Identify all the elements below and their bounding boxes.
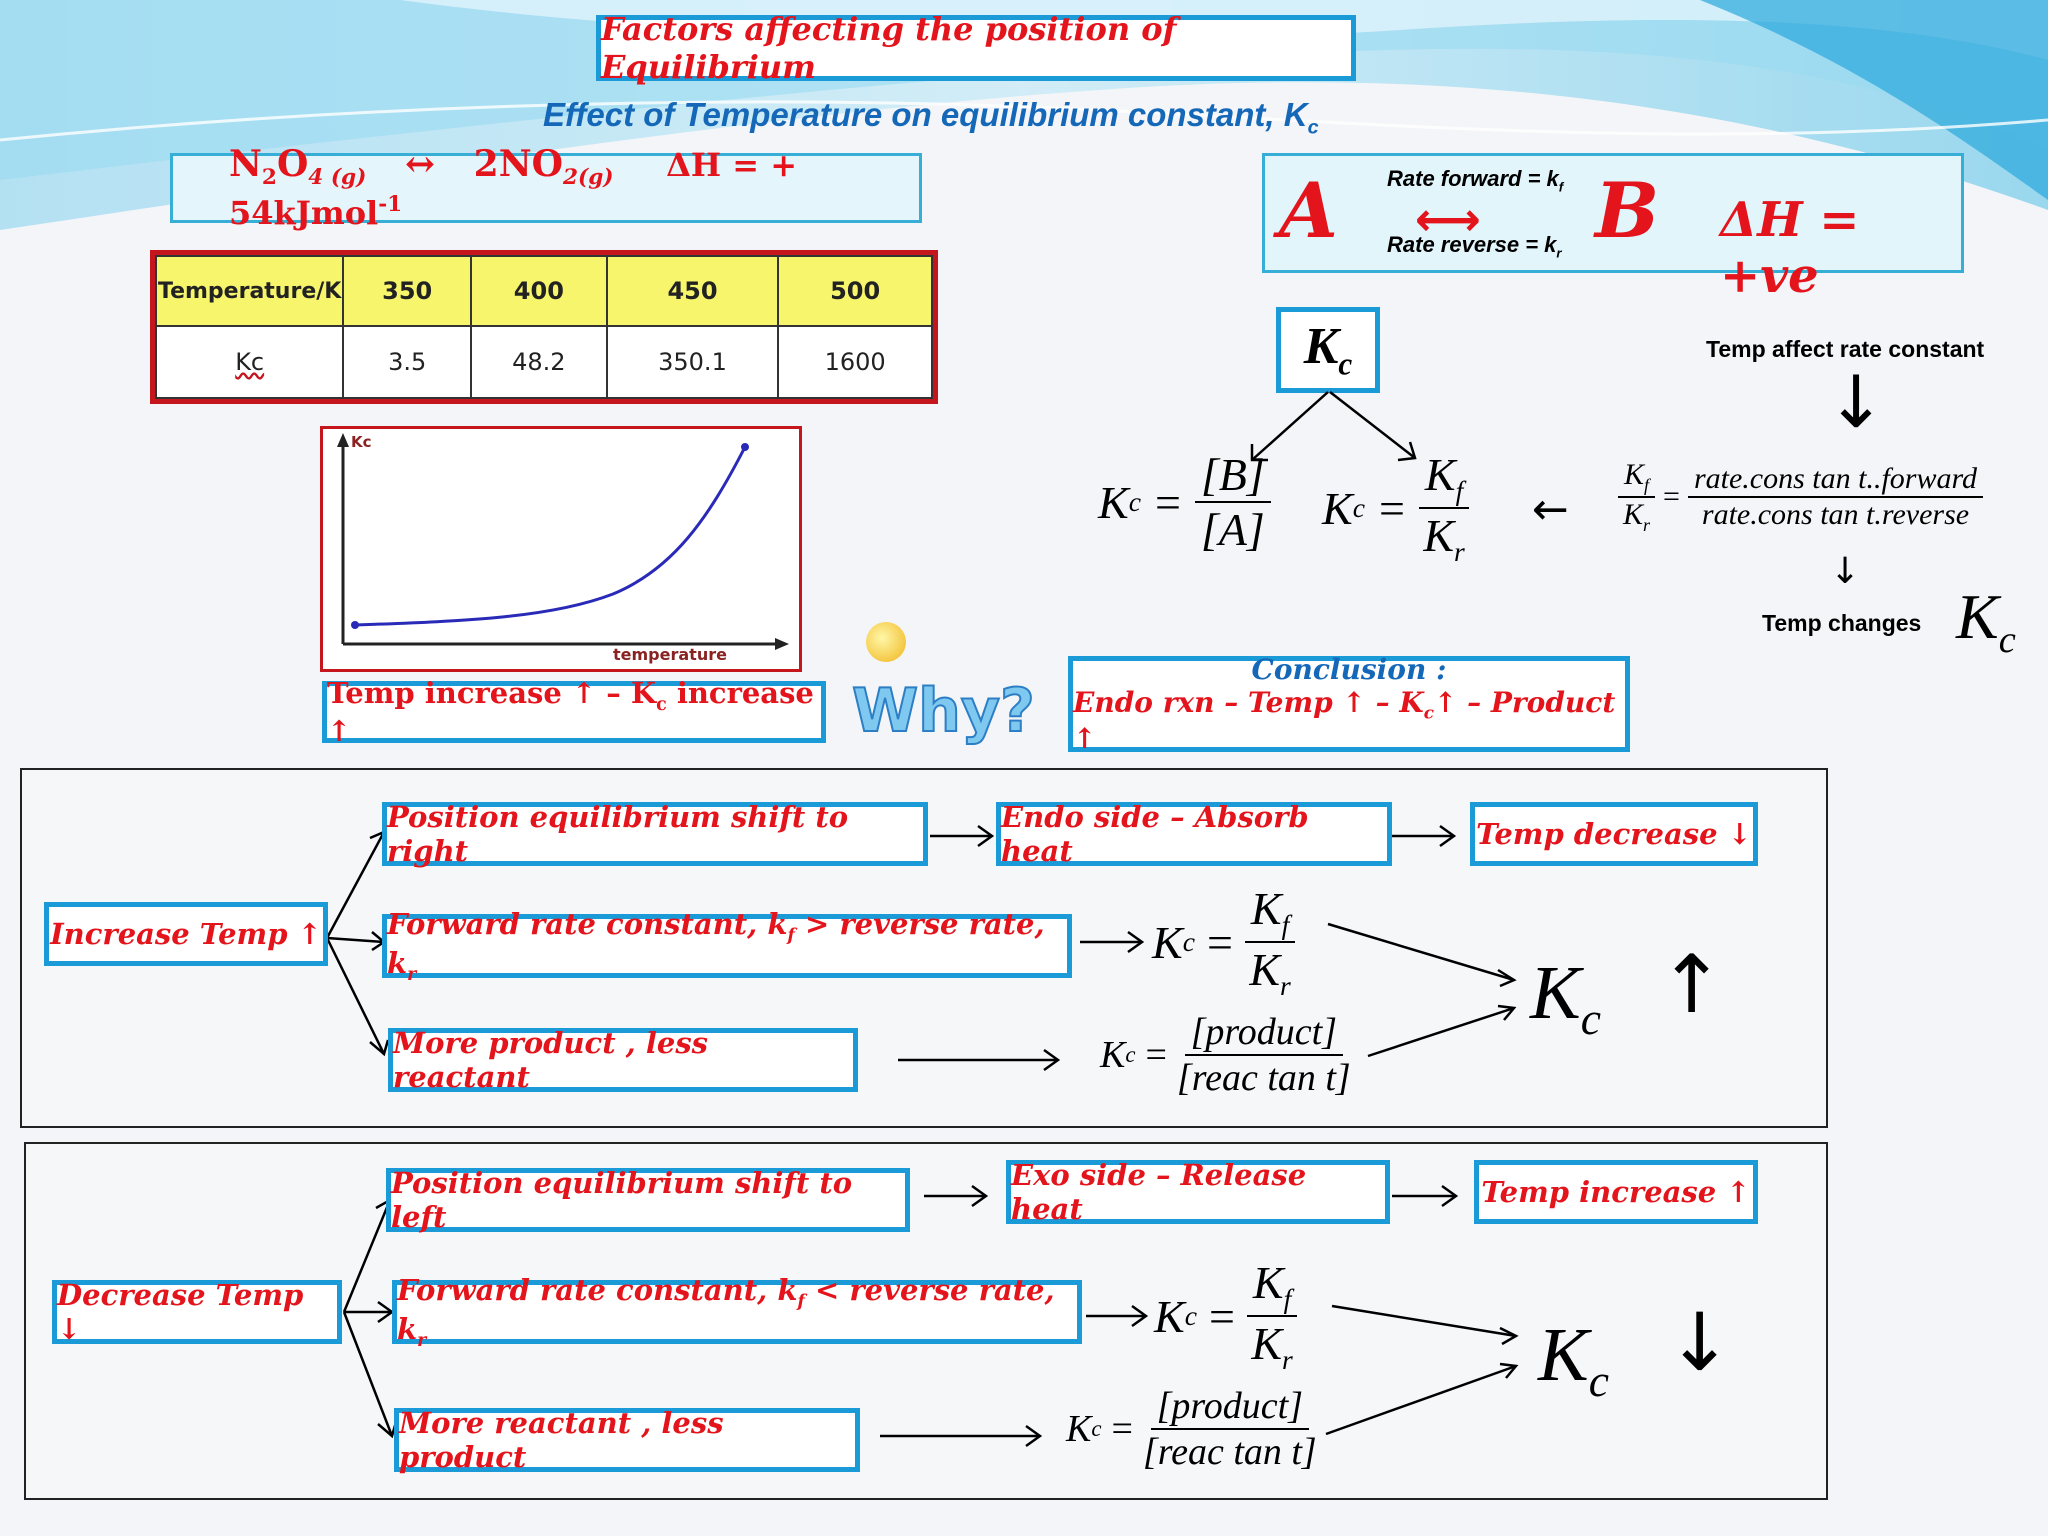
rate-forward: Rate forward = kf	[1387, 166, 1564, 195]
kc-increase-result: Kc	[1530, 951, 1601, 1045]
down-arrow-result: ↓	[1666, 1296, 1734, 1389]
decrease-temp-root: Decrease Temp ↓	[52, 1278, 342, 1346]
increase-temp-root: Increase Temp ↑	[44, 902, 328, 966]
kc-temperature-graph: Kc temperature	[320, 426, 802, 672]
equilibrium-arrow: ⟷	[1415, 192, 1481, 246]
shift-right-box: Position equilibrium shift to right	[382, 800, 928, 868]
forward-greater-box: Forward rate constant, kf > reverse rate…	[382, 907, 1072, 985]
enthalpy-positive: ΔH = +ve	[1720, 192, 1860, 304]
conclusion-heading: Conclusion :	[1251, 652, 1447, 686]
temp-affect-label: Temp affect rate constant	[1706, 336, 1985, 362]
decrease-connectors	[342, 1184, 1519, 1448]
lightbulb-icon	[866, 622, 906, 662]
table-temp-cell: 400	[470, 255, 608, 327]
increase-connectors	[325, 824, 1517, 1072]
subtitle: Effect of Temperature on equilibrium con…	[543, 96, 1319, 139]
shift-left-box: Position equilibrium shift to left	[386, 1166, 910, 1234]
left-arrow: ←	[1532, 484, 1569, 535]
graph-curve	[354, 446, 747, 627]
species-b: B	[1595, 166, 1660, 255]
table-value-cell: 3.5	[342, 325, 473, 399]
reaction-equation: N2O4 (g) ↔ 2NO2(g) ΔH = + 54kJmol-1	[229, 143, 798, 232]
title-box: Factors affecting the position of Equili…	[596, 10, 1356, 86]
kc-large: Kc	[1956, 581, 2016, 661]
why-text: Why?	[851, 675, 1036, 747]
down-arrow-1: ↓	[1826, 360, 1887, 444]
table-temp-cell: 450	[605, 255, 780, 327]
graph-svg	[337, 433, 789, 650]
page-title: Factors affecting the position of Equili…	[601, 10, 1177, 86]
table-header-label: Temperature/K	[154, 255, 345, 327]
exo-side-box: Exo side – Release heat	[1006, 1158, 1390, 1226]
species-a: A	[1279, 166, 1338, 255]
decrease-temp-panel: Decrease Temp ↓ Position equilibrium shi…	[24, 1142, 1828, 1500]
temp-changes-label: Temp changes	[1762, 610, 1922, 636]
temp-increase-box: Temp increase ↑ – Kc increase ↑	[322, 676, 826, 748]
more-product-box: More product , less reactant	[388, 1026, 858, 1094]
forward-less-box: Forward rate constant, kf < reverse rate…	[392, 1273, 1082, 1351]
table-temp-cell: 350	[342, 255, 473, 327]
rate-reverse: Rate reverse = kr	[1387, 232, 1562, 261]
conclusion-box: Conclusion : Endo rxn – Temp ↑ – Kc↑ – P…	[1068, 652, 1630, 755]
table-value-cell: 350.1	[605, 325, 780, 399]
kc-decrease-result: Kc	[1538, 1313, 1609, 1407]
graph-x-label: temperature	[613, 645, 727, 664]
table-value-cell: 1600	[777, 325, 933, 399]
kc-symbol: Kc	[1303, 318, 1353, 382]
rate-box: A Rate forward = kf ⟷ Rate reverse = kr …	[1262, 153, 1964, 304]
reaction-box: N2O4 (g) ↔ 2NO2(g) ΔH = + 54kJmol-1	[170, 143, 922, 232]
temp-increase-result-box: Temp increase ↑	[1474, 1160, 1758, 1224]
graph-y-label: Kc	[351, 433, 372, 451]
temp-decrease-box: Temp decrease ↓	[1470, 802, 1758, 866]
table-row-label: Kc	[154, 325, 345, 399]
kc-branch-arrows	[1250, 391, 1417, 462]
more-reactant-box: More reactant , less product	[394, 1406, 860, 1474]
conclusion-text: Endo rxn – Temp ↑ – Kc↑ – Product ↑	[1073, 685, 1616, 756]
kc-table: Temperature/K 350 400 450 500 Kc 3.5 48.…	[150, 250, 938, 404]
temp-increase-text: Temp increase ↑ – Kc increase ↑	[327, 675, 814, 749]
up-arrow-result: ↑	[1658, 938, 1726, 1031]
down-arrow-2: ↓	[1830, 551, 1861, 592]
increase-temp-panel: Increase Temp ↑ Position equilibrium shi…	[20, 768, 1828, 1128]
kc-box: Kc	[1276, 307, 1380, 393]
table-temp-cell: 500	[777, 255, 933, 327]
table-value-cell: 48.2	[470, 325, 608, 399]
endo-side-box: Endo side – Absorb heat	[996, 800, 1392, 868]
